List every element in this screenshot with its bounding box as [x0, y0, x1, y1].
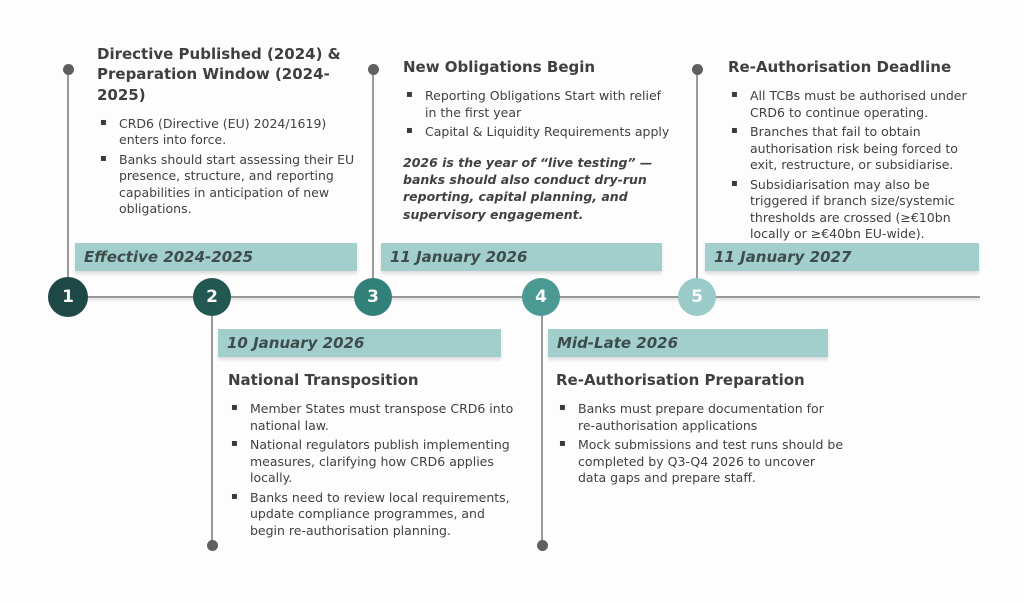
milestone-bullet-list: All TCBs must be authorised under CRD6 t… — [728, 88, 986, 243]
connector-line-4 — [541, 297, 543, 545]
bullet-item: Banks should start assessing their EU pr… — [97, 152, 365, 218]
line-end-dot-2 — [207, 540, 218, 551]
milestone-node-1: 1 — [48, 277, 88, 317]
date-banner-5: 11 January 2027 — [705, 243, 979, 271]
date-banner-3: 11 January 2026 — [381, 243, 662, 271]
milestone-title: New Obligations Begin — [403, 58, 596, 76]
bullet-item: Member States must transpose CRD6 into n… — [228, 401, 520, 434]
milestone-bullet-list: Member States must transpose CRD6 into n… — [228, 401, 520, 539]
milestone-content-5: Re-Authorisation Deadline All TCBs must … — [728, 57, 986, 246]
line-end-dot-3 — [368, 64, 379, 75]
milestone-bullet-list: Reporting Obligations Start with relief … — [403, 88, 675, 141]
line-end-dot-5 — [692, 64, 703, 75]
milestone-node-4: 4 — [522, 278, 560, 316]
line-end-dot-4 — [537, 540, 548, 551]
milestone-title: National Transposition — [228, 371, 419, 389]
bullet-item: National regulators publish implementing… — [228, 437, 520, 487]
milestone-bullet-list: CRD6 (Directive (EU) 2024/1619) enters i… — [97, 116, 365, 218]
connector-line-1 — [67, 70, 69, 297]
milestone-content-1: Directive Published (2024) & Preparation… — [97, 44, 365, 221]
bullet-item: Subsidiarisation may also be triggered i… — [728, 177, 986, 243]
milestone-note: 2026 is the year of “live testing” — ban… — [403, 154, 653, 222]
milestone-title: Directive Published (2024) & Preparation… — [97, 45, 341, 104]
line-end-dot-1 — [63, 64, 74, 75]
milestone-title: Re-Authorisation Preparation — [556, 371, 805, 389]
bullet-item: Branches that fail to obtain authorisati… — [728, 124, 986, 174]
milestone-node-3: 3 — [354, 278, 392, 316]
bullet-item: Mock submissions and test runs should be… — [556, 437, 844, 487]
milestone-node-5: 5 — [678, 278, 716, 316]
bullet-item: CRD6 (Directive (EU) 2024/1619) enters i… — [97, 116, 365, 149]
date-banner-1: Effective 2024-2025 — [75, 243, 357, 271]
connector-line-3 — [372, 70, 374, 297]
bullet-item: Banks need to review local requirements,… — [228, 490, 520, 540]
bullet-item: Capital & Liquidity Requirements apply — [403, 124, 675, 141]
milestone-node-2: 2 — [193, 278, 231, 316]
milestone-content-3: New Obligations Begin Reporting Obligati… — [403, 57, 675, 223]
bullet-item: Banks must prepare documentation for re-… — [556, 401, 844, 434]
bullet-item: Reporting Obligations Start with relief … — [403, 88, 675, 121]
date-banner-4: Mid-Late 2026 — [548, 329, 828, 357]
connector-line-5 — [696, 70, 698, 297]
date-banner-2: 10 January 2026 — [218, 329, 501, 357]
milestone-title: Re-Authorisation Deadline — [728, 58, 952, 76]
milestone-content-4: Re-Authorisation Preparation Banks must … — [556, 370, 844, 490]
milestone-bullet-list: Banks must prepare documentation for re-… — [556, 401, 844, 487]
milestone-content-2: National Transposition Member States mus… — [228, 370, 520, 542]
connector-line-2 — [211, 297, 213, 545]
bullet-item: All TCBs must be authorised under CRD6 t… — [728, 88, 986, 121]
